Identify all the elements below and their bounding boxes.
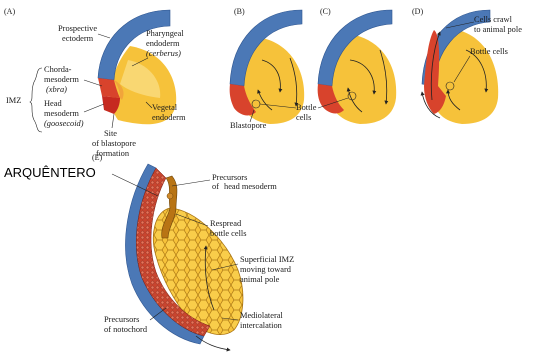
label-precursors-notochord-2: of notochord	[104, 325, 148, 334]
label-mediolateral-2: intercalation	[240, 321, 283, 330]
panel-b-label: (B)	[234, 7, 245, 16]
label-imz: IMZ	[6, 96, 21, 105]
label-head-mesoderm-1: Head	[44, 99, 62, 108]
panel-e: (E) ARQUÊNTERO Precursors of head mesode…	[4, 153, 294, 350]
label-prospective-ectoderm-2: ectoderm	[62, 34, 94, 43]
label-bottle-cells-d: Bottle cells	[470, 47, 508, 56]
label-blastopore: Blastopore	[230, 121, 267, 130]
label-mediolateral-1: Mediolateral	[240, 311, 283, 320]
label-head-mesoderm-3: (goosecoid)	[44, 119, 84, 128]
label-prospective-ectoderm-1: Prospective	[58, 24, 97, 33]
label-head-mesoderm-2: mesoderm	[44, 109, 79, 118]
panel-a-label: (A)	[4, 7, 15, 16]
label-superficial-imz-3: animal pole	[240, 275, 280, 284]
label-chordamesoderm-1: Chorda-	[44, 65, 72, 74]
label-superficial-imz-1: Superficial IMZ	[240, 255, 294, 264]
label-vegetal-2: endoderm	[152, 113, 186, 122]
panel-b: (B) Blastopore	[230, 7, 305, 130]
label-precursors-head-2: of	[212, 182, 219, 191]
label-pharyngeal-3: (cerberus)	[146, 49, 181, 58]
label-respread-1: Respread	[210, 219, 242, 228]
label-superficial-imz-2: moving toward	[240, 265, 292, 274]
label-archenteron: ARQUÊNTERO	[4, 165, 96, 180]
label-bottle-cells-2: cells	[296, 113, 311, 122]
label-precursors-notochord-1: Precursors	[104, 315, 139, 324]
panel-d-label: (D)	[412, 7, 423, 16]
label-site-1: Site	[104, 129, 117, 138]
imz-bracket	[30, 68, 42, 132]
label-site-2: of blastopore	[92, 139, 136, 148]
panel-e-label: (E)	[92, 153, 103, 162]
panel-a: (A) Prospective ectoderm Pharyngeal endo…	[4, 7, 186, 158]
label-chordamesoderm-2: mesoderm	[44, 75, 79, 84]
label-pharyngeal-1: Pharyngeal	[146, 29, 184, 38]
label-precursors-head-3: head mesoderm	[224, 182, 277, 191]
label-bottle-cells-1: Bottle	[296, 103, 317, 112]
label-chordamesoderm-3: (xbra)	[46, 85, 67, 94]
label-cells-crawl-2: to animal pole	[474, 25, 522, 34]
panel-c-label: (C)	[320, 7, 331, 16]
label-vegetal-1: Vegetal	[152, 103, 178, 112]
panel-d: (D) Cells crawl to animal pole Bottle ce…	[412, 7, 522, 124]
label-cells-crawl-1: Cells crawl	[474, 15, 513, 24]
label-pharyngeal-2: endoderm	[146, 39, 180, 48]
label-precursors-head-1: Precursors	[212, 173, 247, 182]
label-respread-2: bottle cells	[210, 229, 247, 238]
